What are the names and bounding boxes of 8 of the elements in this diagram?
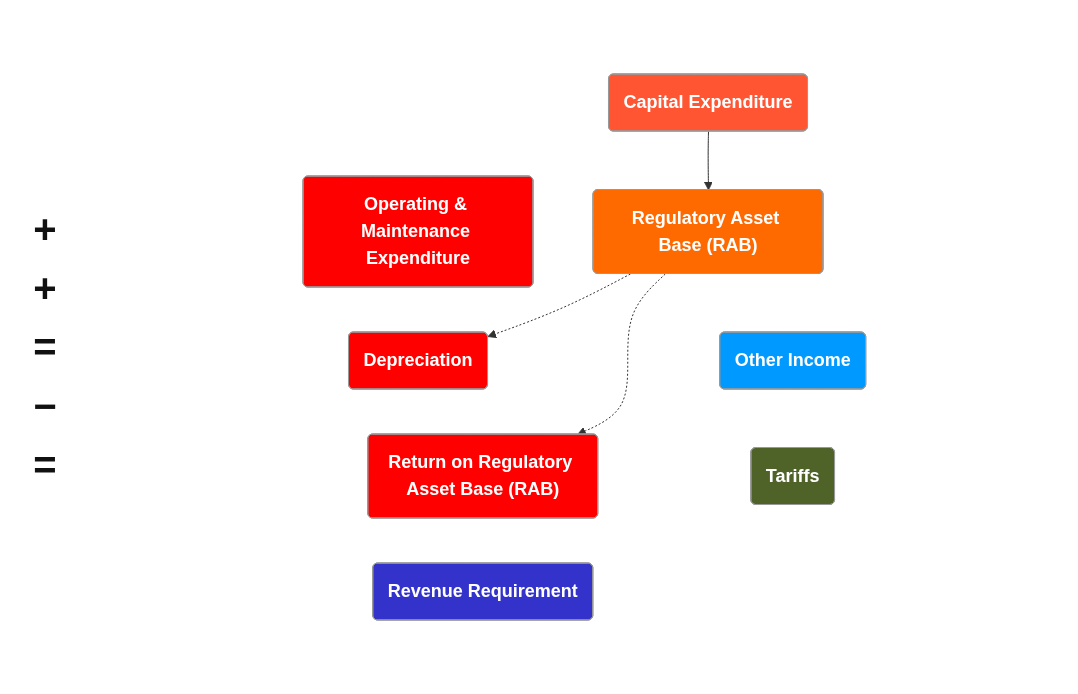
operator-sign: + bbox=[33, 206, 57, 252]
arrow bbox=[576, 273, 666, 436]
operator-sign: = bbox=[33, 442, 57, 488]
operator-sign: − bbox=[33, 383, 57, 429]
arrow bbox=[703, 131, 713, 191]
arrow bbox=[487, 273, 631, 339]
operator-sign: + bbox=[33, 265, 57, 311]
operator-sign: = bbox=[33, 324, 57, 370]
